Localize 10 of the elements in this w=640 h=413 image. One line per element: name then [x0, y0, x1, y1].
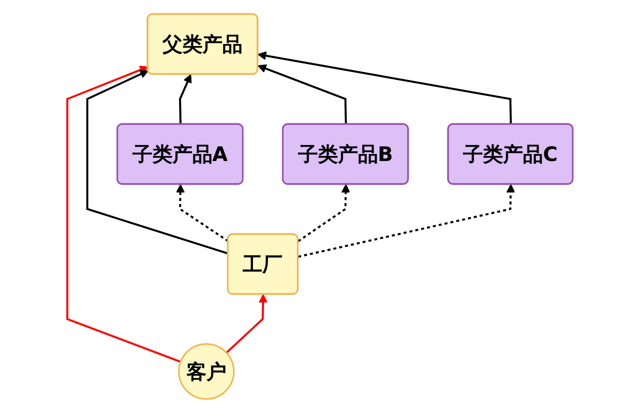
- arrow: [258, 64, 347, 125]
- arrow: [226, 294, 268, 354]
- arrow: [86, 70, 229, 254]
- arrow: [66, 66, 181, 363]
- arrow: [179, 74, 192, 125]
- node-circle: 客户: [178, 343, 235, 400]
- arrow: [298, 184, 516, 258]
- arrow: [258, 51, 512, 125]
- arrow: [176, 184, 229, 242]
- arrow: [298, 184, 350, 242]
